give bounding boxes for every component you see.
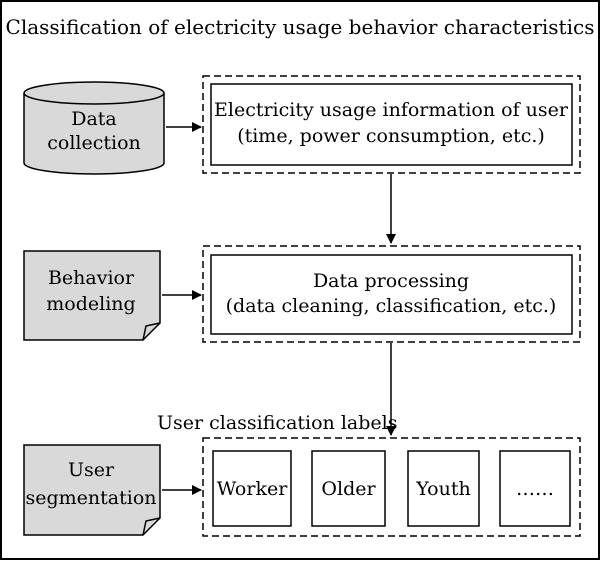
behavior-modeling-note: Behavior modeling <box>23 250 161 341</box>
processing-box-line2: (data cleaning, classification, etc.) <box>226 295 557 317</box>
label-worker: Worker <box>217 478 289 500</box>
behavior-modeling-label-line2: modeling <box>46 293 135 315</box>
user-segmentation-label-line2: segmentation <box>25 487 156 509</box>
label-youth: Youth <box>415 478 470 500</box>
behavior-modeling-label-line1: Behavior <box>48 267 135 289</box>
data-collection-label-line2: collection <box>47 132 141 154</box>
labels-heading: User classification labels <box>157 412 397 434</box>
data-collection-cylinder: Data collection <box>23 81 165 175</box>
info-box-line2: (time, power consumption, etc.) <box>237 125 545 147</box>
info-box-line1: Electricity usage information of user <box>214 99 569 121</box>
processing-box <box>210 254 573 335</box>
info-dashed-group <box>202 75 581 174</box>
label-box-worker <box>212 450 292 527</box>
info-box <box>210 83 573 166</box>
label-box-youth <box>407 450 480 527</box>
label-more: …… <box>516 478 554 500</box>
labels-dashed-group <box>202 437 581 537</box>
data-collection-label-line1: Data <box>71 108 117 130</box>
user-segmentation-label-line1: User <box>68 459 115 481</box>
label-older: Older <box>321 478 376 500</box>
processing-dashed-group <box>202 245 581 343</box>
user-segmentation-note: User segmentation <box>23 444 161 536</box>
processing-box-line1: Data processing <box>313 270 469 292</box>
label-box-more <box>499 450 571 527</box>
label-box-older <box>311 450 386 527</box>
diagram-title: Classification of electricity usage beha… <box>6 15 595 39</box>
